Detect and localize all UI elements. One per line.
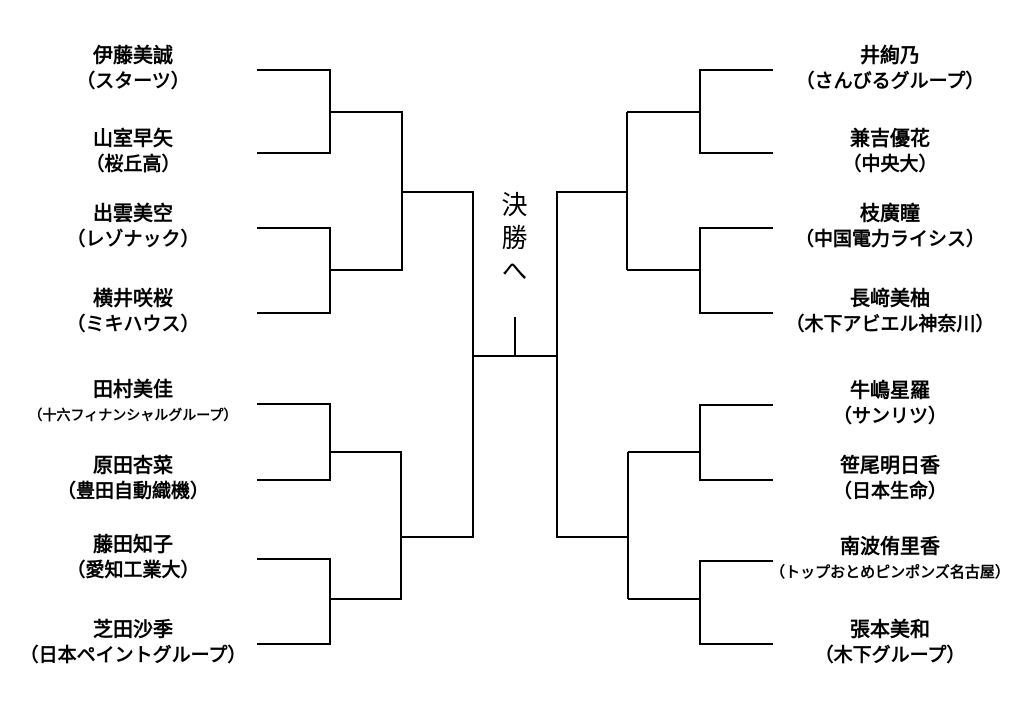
player-affiliation: （スターツ） (76, 71, 190, 92)
player-entry: 田村美佳 （十六フィナンシャルグループ） (3, 378, 263, 428)
player-name: 原田杏菜 (93, 455, 173, 477)
player-entry: 横井咲桜 （ミキハウス） (3, 287, 263, 337)
player-name: 枝廣瞳 (860, 203, 920, 225)
player-name: 牛嶋星羅 (850, 380, 930, 402)
player-affiliation: （豊田自動織機） (56, 481, 209, 502)
player-entry: 長﨑美柚 （木下アビエル神奈川） (760, 287, 1020, 337)
player-entry: 藤田知子 （愛知工業大） (3, 533, 263, 583)
player-name: 長﨑美柚 (850, 288, 930, 310)
player-entry: 井絢乃 （さんびるグループ） (760, 44, 1020, 94)
player-affiliation: （日本ペイントグループ） (19, 645, 247, 666)
player-entry: 伊藤美誠 （スターツ） (3, 44, 263, 94)
player-name: 兼吉優花 (850, 128, 930, 150)
player-name: 出雲美空 (93, 203, 173, 225)
player-affiliation: （ミキハウス） (66, 314, 200, 335)
player-name: 藤田知子 (93, 534, 173, 556)
player-affiliation: （レゾナック） (66, 229, 200, 250)
player-affiliation: （日本生命） (832, 481, 947, 502)
player-entry: 芝田沙季 （日本ペイントグループ） (3, 618, 263, 668)
player-affiliation: （木下グループ） (814, 645, 966, 666)
player-name: 南波侑里香 (840, 536, 940, 558)
player-name: 芝田沙季 (93, 619, 173, 641)
player-entry: 原田杏菜 （豊田自動織機） (3, 454, 263, 504)
player-affiliation: （トップおとめピンポンズ名古屋） (770, 564, 1010, 581)
player-name: 伊藤美誠 (93, 45, 173, 67)
player-name: 山室早矢 (93, 128, 173, 150)
player-name: 横井咲桜 (93, 288, 173, 310)
player-affiliation: （サンリツ） (832, 406, 947, 427)
player-name: 笹尾明日香 (840, 455, 940, 477)
player-affiliation: （さんびるグループ） (795, 71, 985, 92)
player-entry: 南波侑里香 （トップおとめピンポンズ名古屋） (760, 535, 1020, 585)
player-name: 田村美佳 (93, 379, 173, 401)
player-entry: 山室早矢 （桜丘高） (3, 127, 263, 177)
player-affiliation: （木下アビエル神奈川） (785, 314, 995, 335)
final-label: 決勝へ (498, 191, 528, 290)
player-entry: 兼吉優花 （中央大） (760, 127, 1020, 177)
player-affiliation: （桜丘高） (85, 154, 181, 175)
player-entry: 出雲美空 （レゾナック） (3, 202, 263, 252)
player-affiliation: （十六フィナンシャルグループ） (28, 407, 238, 423)
player-entry: 枝廣瞳 （中国電力ライシス） (760, 202, 1020, 252)
player-entry: 牛嶋星羅 （サンリツ） (760, 379, 1020, 429)
player-affiliation: （愛知工業大） (66, 560, 200, 581)
player-entry: 笹尾明日香 （日本生命） (760, 454, 1020, 504)
player-entry: 張本美和 （木下グループ） (760, 618, 1020, 668)
player-name: 張本美和 (850, 619, 930, 641)
player-affiliation: （中央大） (842, 154, 938, 175)
player-affiliation: （中国電力ライシス） (794, 229, 985, 250)
player-name: 井絢乃 (860, 45, 920, 67)
